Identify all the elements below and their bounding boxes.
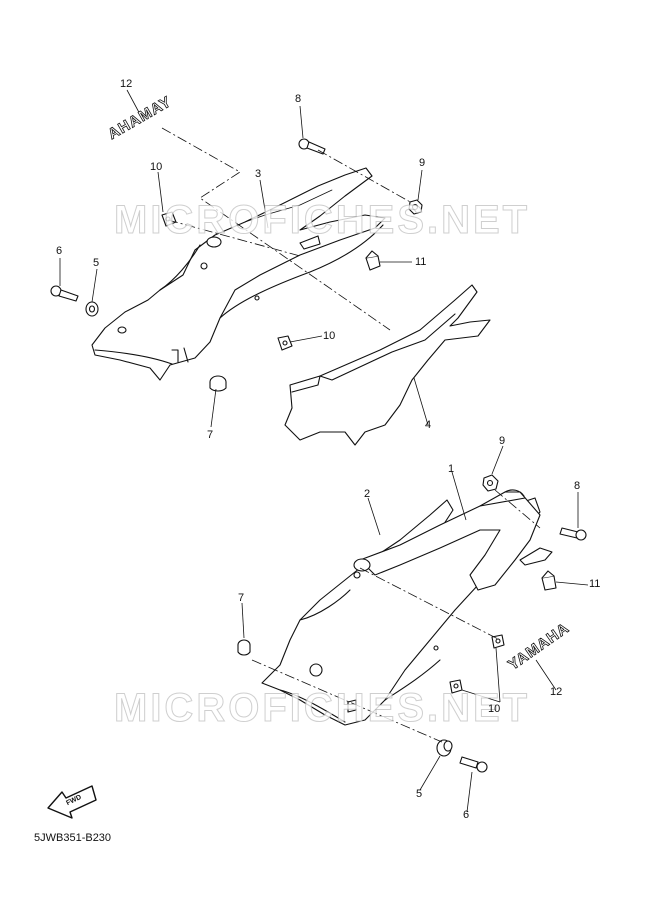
callout-3: 3 bbox=[255, 168, 262, 180]
callout-4: 4 bbox=[425, 419, 432, 431]
damper-7-bottom bbox=[237, 639, 251, 656]
callout-5-top: 5 bbox=[93, 257, 100, 269]
damper-7-top bbox=[209, 375, 227, 392]
callout-11-top: 11 bbox=[415, 256, 427, 268]
watermark-bottom: MICROFICHES.NET bbox=[113, 686, 531, 731]
callout-7-top: 7 bbox=[207, 429, 214, 441]
callout-1: 1 bbox=[448, 463, 455, 475]
callout-11-bottom: 11 bbox=[589, 578, 601, 590]
grommet-5-top bbox=[85, 301, 99, 317]
callout-10-top-mid: 10 bbox=[323, 330, 336, 342]
diagram-code: 5JWB351-B230 bbox=[34, 832, 112, 844]
watermark-top: MICROFICHES.NET bbox=[113, 198, 531, 243]
clip-10-top-mid bbox=[277, 335, 293, 351]
callout-8-bottom: 8 bbox=[574, 480, 581, 492]
part-4-cover bbox=[284, 284, 491, 446]
clip-11-bottom bbox=[541, 570, 557, 591]
callout-12-bottom: 12 bbox=[550, 686, 563, 698]
clip-11-top bbox=[365, 250, 381, 271]
callout-9-bottom: 9 bbox=[499, 435, 506, 447]
bolt-6-top bbox=[50, 285, 79, 302]
callout-10-bottom: 10 bbox=[488, 703, 501, 715]
bolt-6-bottom bbox=[459, 756, 488, 773]
callout-5-bottom: 5 bbox=[416, 788, 423, 800]
callout-8-top: 8 bbox=[295, 93, 302, 105]
bolt-8-bottom bbox=[559, 527, 587, 541]
callout-10-top-left: 10 bbox=[150, 161, 163, 173]
callout-9-top: 9 bbox=[419, 157, 426, 169]
callout-6-bottom: 6 bbox=[463, 809, 470, 821]
fwd-arrow-icon bbox=[47, 785, 97, 819]
grommet-5-bottom bbox=[436, 739, 453, 757]
callout-7-bottom: 7 bbox=[238, 592, 245, 604]
clip-10-bottom-a bbox=[491, 634, 505, 649]
callout-6-top: 6 bbox=[56, 245, 63, 257]
callout-12-top: 12 bbox=[120, 78, 133, 90]
nut-9-bottom bbox=[482, 474, 499, 492]
callout-2: 2 bbox=[364, 488, 371, 500]
nut-9-top bbox=[408, 199, 423, 215]
